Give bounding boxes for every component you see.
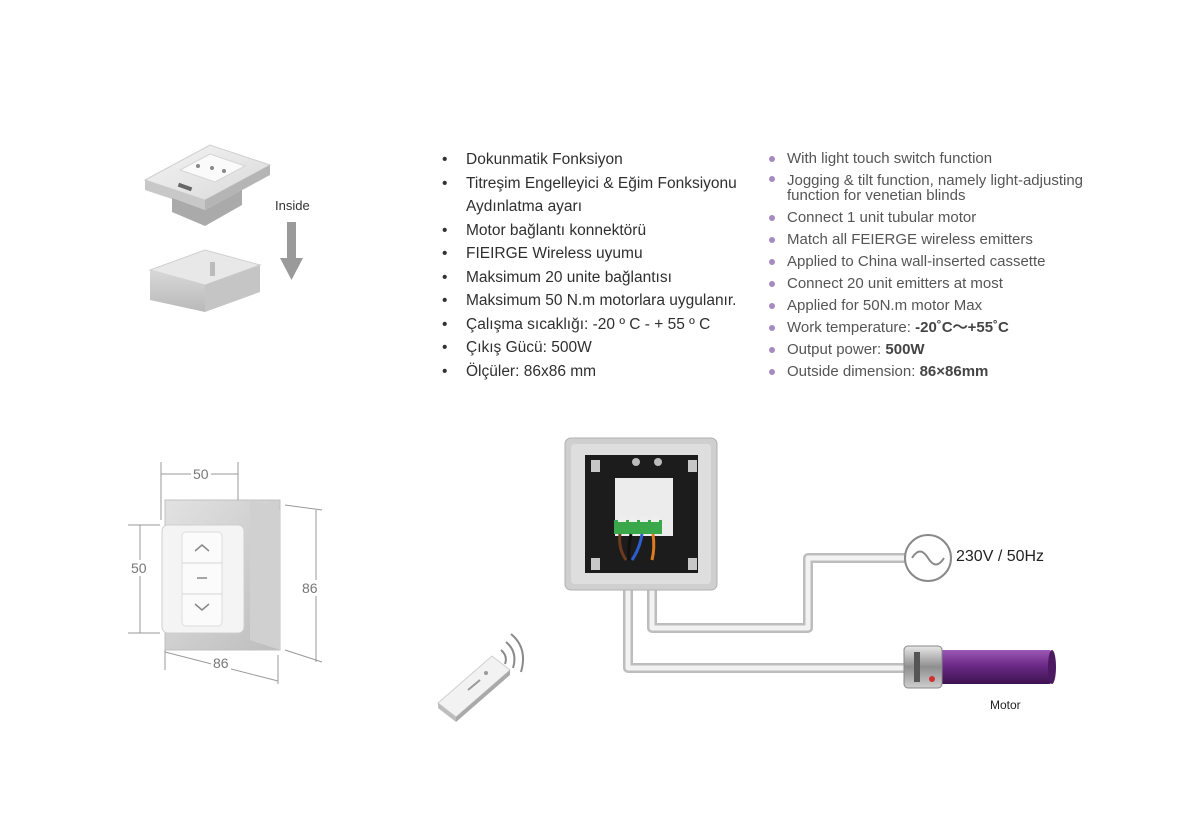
power-label: 230V / 50Hz bbox=[956, 548, 1045, 565]
back-box-image bbox=[148, 249, 262, 312]
feature-en-item: Outside dimension: 86×86mm bbox=[768, 361, 1188, 383]
dimension-top-label: 50 bbox=[191, 466, 211, 482]
feature-tr-item: Maksimum 20 unite bağlantısı bbox=[440, 266, 770, 290]
feature-tr-item: Çalışma sıcaklığı: -20 º C - + 55 º C bbox=[440, 313, 770, 337]
feature-en-item: Applied for 50N.m motor Max bbox=[768, 295, 1188, 317]
feature-tr-item: Motor bağlantı konnektörü bbox=[440, 219, 770, 243]
dimension-left-label: 50 bbox=[130, 560, 148, 576]
feature-en-item: Output power: 500W bbox=[768, 339, 1188, 361]
motor-label: Motor bbox=[990, 698, 1021, 712]
dimension-drawing bbox=[128, 462, 323, 684]
feature-list-english: With light touch switch function Jogging… bbox=[768, 148, 1188, 383]
feature-list-turkish: Dokunmatik Fonksiyon Titreşim Engelleyic… bbox=[440, 148, 770, 383]
feature-tr-item: Titreşim Engelleyici & Eğim FonksiyonuAy… bbox=[440, 172, 770, 219]
feature-tr-item: Dokunmatik Fonksiyon bbox=[440, 148, 770, 172]
dimension-right-label: 86 bbox=[301, 580, 319, 596]
down-arrow-icon bbox=[280, 222, 303, 280]
switch-cover-image bbox=[143, 144, 272, 226]
feature-tr-item: Çıkış Gücü: 500W bbox=[440, 336, 770, 360]
feature-en-item: Applied to China wall-inserted cassette bbox=[768, 251, 1188, 273]
feature-en-item: Match all FEIERGE wireless emitters bbox=[768, 229, 1188, 251]
inside-label: Inside bbox=[275, 198, 310, 213]
feature-tr-item: FIEIRGE Wireless uyumu bbox=[440, 242, 770, 266]
feature-en-item: With light touch switch function bbox=[768, 148, 1188, 170]
feature-tr-item: Maksimum 50 N.m motorlara uygulanır. bbox=[440, 289, 770, 313]
dimension-bottom-label: 86 bbox=[211, 655, 231, 671]
feature-en-item: Jogging & tilt function, namely light-ad… bbox=[768, 170, 1188, 207]
feature-en-item: Connect 20 unit emitters at most bbox=[768, 273, 1188, 295]
feature-en-item: Connect 1 unit tubular motor bbox=[768, 207, 1188, 229]
remote-control-image bbox=[437, 633, 524, 722]
feature-tr-item: Ölçüler: 86x86 mm bbox=[440, 360, 770, 384]
wiring-diagram bbox=[564, 437, 1056, 689]
feature-en-item: Work temperature: -20˚C～+55˚C bbox=[768, 317, 1188, 339]
